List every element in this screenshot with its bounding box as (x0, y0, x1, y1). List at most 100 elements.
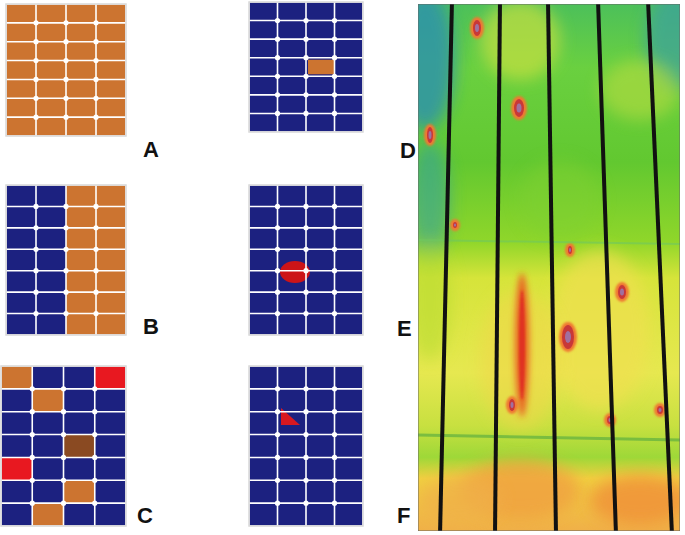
cell-dot (275, 432, 280, 437)
panel-cell (66, 42, 96, 61)
panel-cell (335, 389, 364, 412)
cell-dot (275, 111, 280, 116)
hot-spot (562, 325, 574, 349)
panel-cell (36, 185, 66, 206)
panel-cell (249, 21, 278, 40)
panel-seam (418, 240, 680, 244)
thermal-region (420, 475, 500, 525)
panel-cell (335, 39, 364, 58)
cell-dot (275, 409, 280, 414)
cell-dot (303, 501, 308, 506)
panel-cell (95, 435, 126, 458)
panel-cell (1, 480, 32, 503)
cell-dot (63, 96, 68, 101)
cell-dot (303, 92, 308, 97)
panel-cell (6, 206, 36, 227)
cell-dot (93, 20, 98, 25)
panel-cell (335, 249, 364, 270)
hot-spot-core (569, 248, 571, 252)
hot-spot-halo (559, 322, 577, 352)
panel-cell (6, 42, 36, 61)
panel-cell (66, 185, 96, 206)
panel-cell (95, 389, 126, 412)
panel-cell (6, 185, 36, 206)
panel-cell (335, 228, 364, 249)
panel-cell (66, 228, 96, 249)
panel-cell (36, 42, 66, 61)
panel-cell (96, 61, 126, 80)
panel-cell (64, 457, 95, 480)
panel-cell (6, 4, 36, 23)
cell-dot (275, 247, 280, 252)
panel-cell (6, 292, 36, 313)
frame-line (648, 4, 672, 531)
panel-cell (249, 185, 278, 206)
panel-cell (249, 292, 278, 313)
panel-cell (335, 503, 364, 526)
panel-cell (278, 95, 307, 114)
cell-dot (92, 501, 97, 506)
panel-cell (36, 314, 66, 335)
cell-dot (303, 55, 308, 60)
panel-cell (278, 58, 307, 77)
panel-cell (66, 292, 96, 313)
cell-dot (332, 409, 337, 414)
cell-dot (332, 111, 337, 116)
cell-dot (275, 74, 280, 79)
panel-cell (64, 412, 95, 435)
panel-cell (36, 4, 66, 23)
cell-dot (332, 290, 337, 295)
cell-dot (303, 225, 308, 230)
panel-cell (278, 39, 307, 58)
cell-dot (33, 96, 38, 101)
cell-dot (275, 55, 280, 60)
panel-cell (96, 117, 126, 136)
panel-cell (32, 412, 63, 435)
cell-dot (93, 290, 98, 295)
panel-cell (306, 76, 335, 95)
cell-dot (30, 455, 35, 460)
panel-cell (306, 366, 335, 389)
cell-dot (275, 386, 280, 391)
cell-dot (332, 92, 337, 97)
panel-letter: D (400, 140, 416, 162)
panel-cell (249, 271, 278, 292)
panel-cell (306, 21, 335, 40)
panel-cell (306, 2, 335, 21)
cell-dot (63, 115, 68, 120)
cell-dot (332, 478, 337, 483)
hot-triangle (281, 408, 300, 425)
cell-dot (303, 432, 308, 437)
panel-cell (66, 314, 96, 335)
panel-cell (66, 271, 96, 292)
cell-dot (63, 311, 68, 316)
panel-cell (96, 271, 126, 292)
panel-cell (278, 314, 307, 335)
hot-spot (657, 406, 663, 414)
hot-cell (308, 60, 335, 75)
cell-dot (332, 501, 337, 506)
cell-dot (332, 204, 337, 209)
panel-cell (249, 95, 278, 114)
cell-dot (275, 290, 280, 295)
panel-cell (306, 503, 335, 526)
panel-cell (278, 503, 307, 526)
panel-cell (278, 228, 307, 249)
cell-dot (332, 225, 337, 230)
panel-cell (249, 249, 278, 270)
cell-dot (33, 20, 38, 25)
cell-dot (93, 268, 98, 273)
panel-cell (335, 435, 364, 458)
panel-cell (36, 206, 66, 227)
hot-spot (427, 127, 433, 143)
cell-dot (275, 18, 280, 23)
panel-cell (335, 292, 364, 313)
panel-cell (249, 457, 278, 480)
panel-cell (249, 39, 278, 58)
cell-dot (303, 311, 308, 316)
cell-dot (93, 311, 98, 316)
cell-dot (275, 225, 280, 230)
cell-dot (30, 386, 35, 391)
cell-dot (332, 432, 337, 437)
panel-cell (95, 366, 126, 389)
